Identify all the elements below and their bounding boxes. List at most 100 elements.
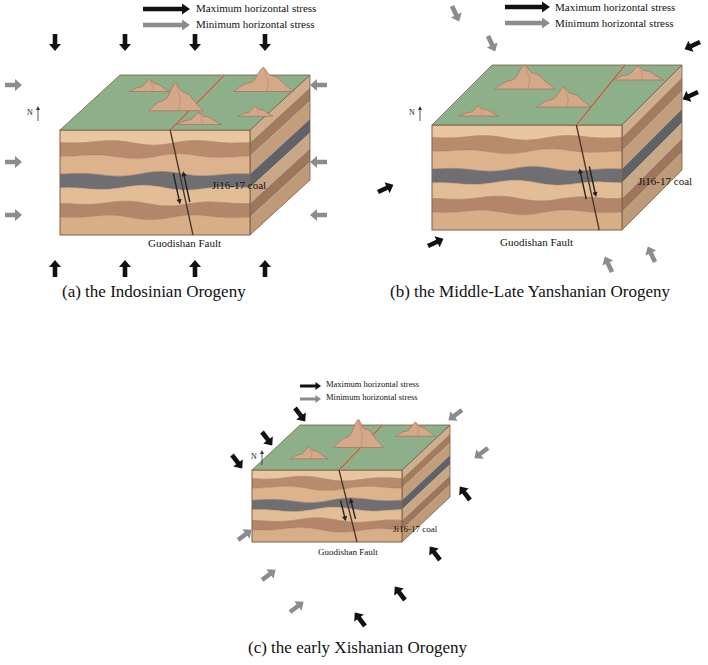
slip-arrow [577, 168, 589, 200]
stress-arrow [425, 543, 445, 564]
block-diagram [60, 67, 310, 235]
stress-arrow [259, 260, 271, 277]
stress-arrow [189, 34, 201, 51]
north-arrow-head [418, 106, 422, 110]
legend-arrow [505, 18, 550, 29]
block-diagram [432, 65, 682, 230]
stress-arrow [5, 156, 22, 168]
stress-arrow [258, 565, 279, 585]
coal-seam-label: Ji16-17 coal [212, 179, 266, 192]
legend-arrow [505, 2, 550, 13]
legend-text: Minimum horizontal stress [326, 393, 418, 403]
mountain-ridge [525, 65, 530, 89]
fault-label: Guodishan Fault [148, 237, 221, 250]
stress-arrow [390, 583, 410, 604]
stress-arrow [49, 34, 61, 51]
side-stratum [250, 162, 310, 235]
front-stratum [60, 215, 250, 235]
legend-arrow [143, 20, 190, 31]
panel-caption: (c) the early Xishanian Orogeny [248, 638, 467, 658]
mountain-ridge [176, 83, 180, 111]
fault-line [339, 470, 357, 542]
legend-text: Minimum horizontal stress [555, 17, 674, 30]
legend-arrow [143, 4, 190, 15]
north-label: N [27, 108, 33, 117]
mountain [130, 79, 170, 91]
block-diagram [252, 419, 450, 542]
ground-surface [432, 65, 682, 125]
mountain-ridge [309, 447, 312, 459]
fault-trace [576, 65, 625, 125]
mountain [495, 65, 555, 89]
mountain [614, 66, 664, 80]
stress-arrow [445, 405, 466, 425]
stress-arrow [259, 34, 271, 51]
legend-text: Minimum horizontal stress [196, 18, 315, 31]
stress-arrow [680, 87, 700, 105]
stress-arrow [5, 209, 22, 221]
stress-arrow [350, 609, 370, 630]
stress-arrow [471, 443, 492, 463]
front-face-outline [432, 125, 622, 230]
stress-arrow [119, 34, 131, 51]
slip-arrow [338, 500, 348, 522]
north-label: N [251, 452, 257, 461]
legend-text: Maximum horizontal stress [326, 380, 419, 390]
stress-arrow [425, 233, 445, 251]
fault-line [576, 125, 599, 230]
fault-scarp [576, 65, 625, 125]
mountain [396, 422, 436, 436]
mountain [290, 447, 328, 459]
front-face-outline [252, 470, 402, 542]
mountain [459, 106, 499, 116]
stress-arrow [234, 525, 255, 545]
legend-text: Maximum horizontal stress [555, 1, 675, 14]
stress-arrow [119, 260, 131, 277]
north-arrow-head [36, 106, 40, 110]
slip-arrow [171, 173, 183, 205]
slip-arrow [348, 497, 358, 519]
mountain-ridge [479, 106, 482, 116]
north-arrow [262, 453, 263, 465]
fault-label: Guodishan Fault [318, 547, 378, 557]
slip-arrow [181, 171, 193, 203]
slip-arrow [587, 166, 599, 198]
mountain-ridge [359, 420, 363, 448]
fault-line [170, 130, 193, 235]
stress-arrow [447, 3, 465, 23]
stress-arrow [310, 79, 327, 91]
stress-arrow [5, 79, 22, 91]
legend-text: Maximum horizontal stress [196, 2, 316, 15]
front-stratum [432, 210, 622, 230]
legend-arrow [300, 395, 321, 403]
stress-arrow [483, 33, 501, 53]
stress-arrow [227, 451, 247, 472]
mountain [537, 87, 592, 107]
coal-seam-label: Ji16-17 coal [638, 175, 692, 188]
side-stratum [622, 152, 682, 230]
front-stratum [252, 528, 402, 542]
mountain [149, 83, 204, 111]
mountain-ridge [416, 422, 419, 436]
stress-arrow [49, 260, 61, 277]
stress-arrow [189, 260, 201, 277]
stress-arrow [599, 254, 617, 274]
mountain [234, 67, 294, 91]
mountain [334, 419, 384, 447]
stress-arrow [455, 483, 475, 504]
stress-arrow [286, 597, 307, 617]
stress-arrow [375, 179, 395, 197]
mountain-ridge [264, 68, 269, 92]
panel-caption: (b) the Middle-Late Yanshanian Orogeny [390, 282, 670, 302]
panel-caption: (a) the Indosinian Orogeny [62, 282, 246, 302]
coal-seam-label: Ji16-17 coal [393, 524, 437, 534]
mountain-ridge [199, 113, 203, 125]
stress-arrow [257, 428, 277, 449]
stress-arrow [310, 209, 327, 221]
stress-arrow [682, 37, 702, 55]
stress-arrow [310, 156, 327, 168]
north-arrow [38, 109, 39, 121]
mountain-ridge [256, 106, 259, 116]
